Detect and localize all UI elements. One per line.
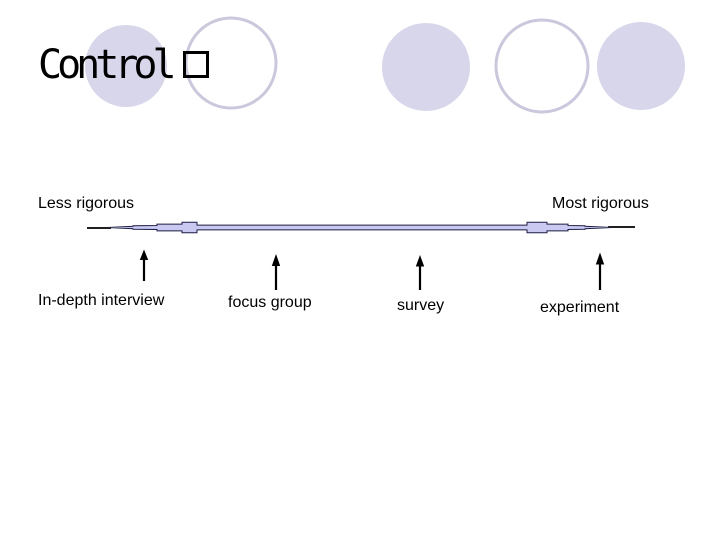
scale-label-most-rigorous: Most rigorous bbox=[552, 195, 649, 212]
page-title: Control bbox=[38, 42, 209, 88]
continuum-double-arrow bbox=[107, 221, 613, 234]
method-label-in-depth-interview: In-depth interview bbox=[38, 292, 165, 309]
method-label-experiment: experiment bbox=[540, 299, 620, 316]
pointer-arrow-survey bbox=[415, 255, 425, 290]
decorative-circle-outline-1 bbox=[184, 16, 278, 110]
scale-label-less-rigorous: Less rigorous bbox=[38, 195, 135, 212]
pointer-arrow-experiment bbox=[595, 252, 605, 290]
missing-glyph-box bbox=[182, 51, 209, 78]
decorative-circle-filled-1 bbox=[85, 25, 167, 107]
page-title-text: Control bbox=[38, 42, 177, 88]
method-label-focus-group: focus group bbox=[228, 294, 312, 311]
method-label-survey: survey bbox=[397, 297, 445, 314]
pointer-arrow-in-depth-interview bbox=[139, 249, 149, 281]
decorative-circle-filled-2 bbox=[382, 23, 470, 111]
decorative-circle-outline-2 bbox=[494, 18, 590, 114]
decorative-circle-filled-3 bbox=[597, 22, 685, 110]
pointer-arrow-focus-group bbox=[271, 254, 281, 290]
